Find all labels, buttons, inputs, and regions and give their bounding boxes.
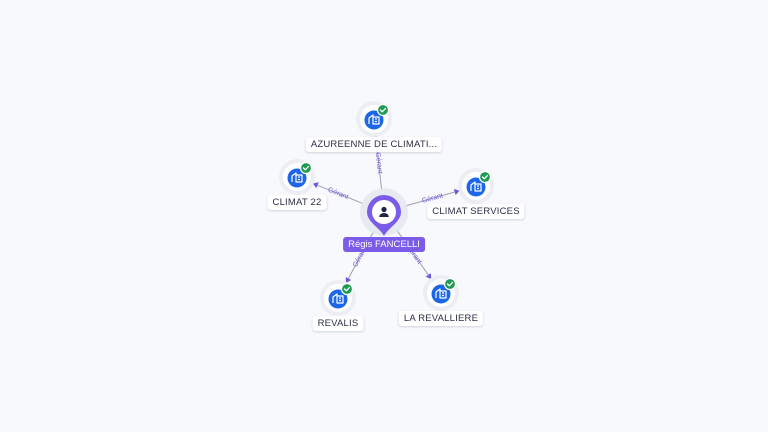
company-node[interactable] — [279, 159, 315, 195]
company-name-label[interactable]: CLIMAT 22 — [267, 195, 327, 210]
arrow-head — [312, 182, 319, 189]
check-icon — [376, 103, 390, 117]
relation-label: Gérant — [374, 152, 383, 174]
company-node[interactable] — [356, 101, 392, 137]
building-icon — [328, 289, 348, 309]
person-name-label[interactable]: Régis FANCELLI — [343, 237, 425, 252]
company-name-label[interactable]: REVALIS — [312, 316, 364, 331]
person-icon — [379, 206, 389, 217]
company-node[interactable] — [320, 280, 356, 316]
check-icon — [443, 277, 457, 291]
arrow-head — [453, 188, 460, 196]
building-icon — [364, 110, 384, 130]
person-node[interactable] — [360, 188, 408, 236]
building-icon — [431, 284, 451, 304]
building-icon — [287, 168, 307, 188]
arrow-head — [345, 276, 352, 284]
check-icon — [299, 161, 313, 175]
building-icon — [466, 177, 486, 197]
company-node[interactable] — [458, 168, 494, 204]
arrow-head — [425, 273, 432, 280]
check-icon — [478, 170, 492, 184]
company-name-label[interactable]: AZUREENNE DE CLIMATI... — [305, 137, 443, 152]
company-name-label[interactable]: LA REVALLIERE — [398, 311, 484, 326]
check-icon — [340, 282, 354, 296]
relation-label: Gérant — [327, 187, 350, 202]
company-name-label[interactable]: CLIMAT SERVICES — [427, 204, 525, 219]
company-node[interactable] — [423, 275, 459, 311]
